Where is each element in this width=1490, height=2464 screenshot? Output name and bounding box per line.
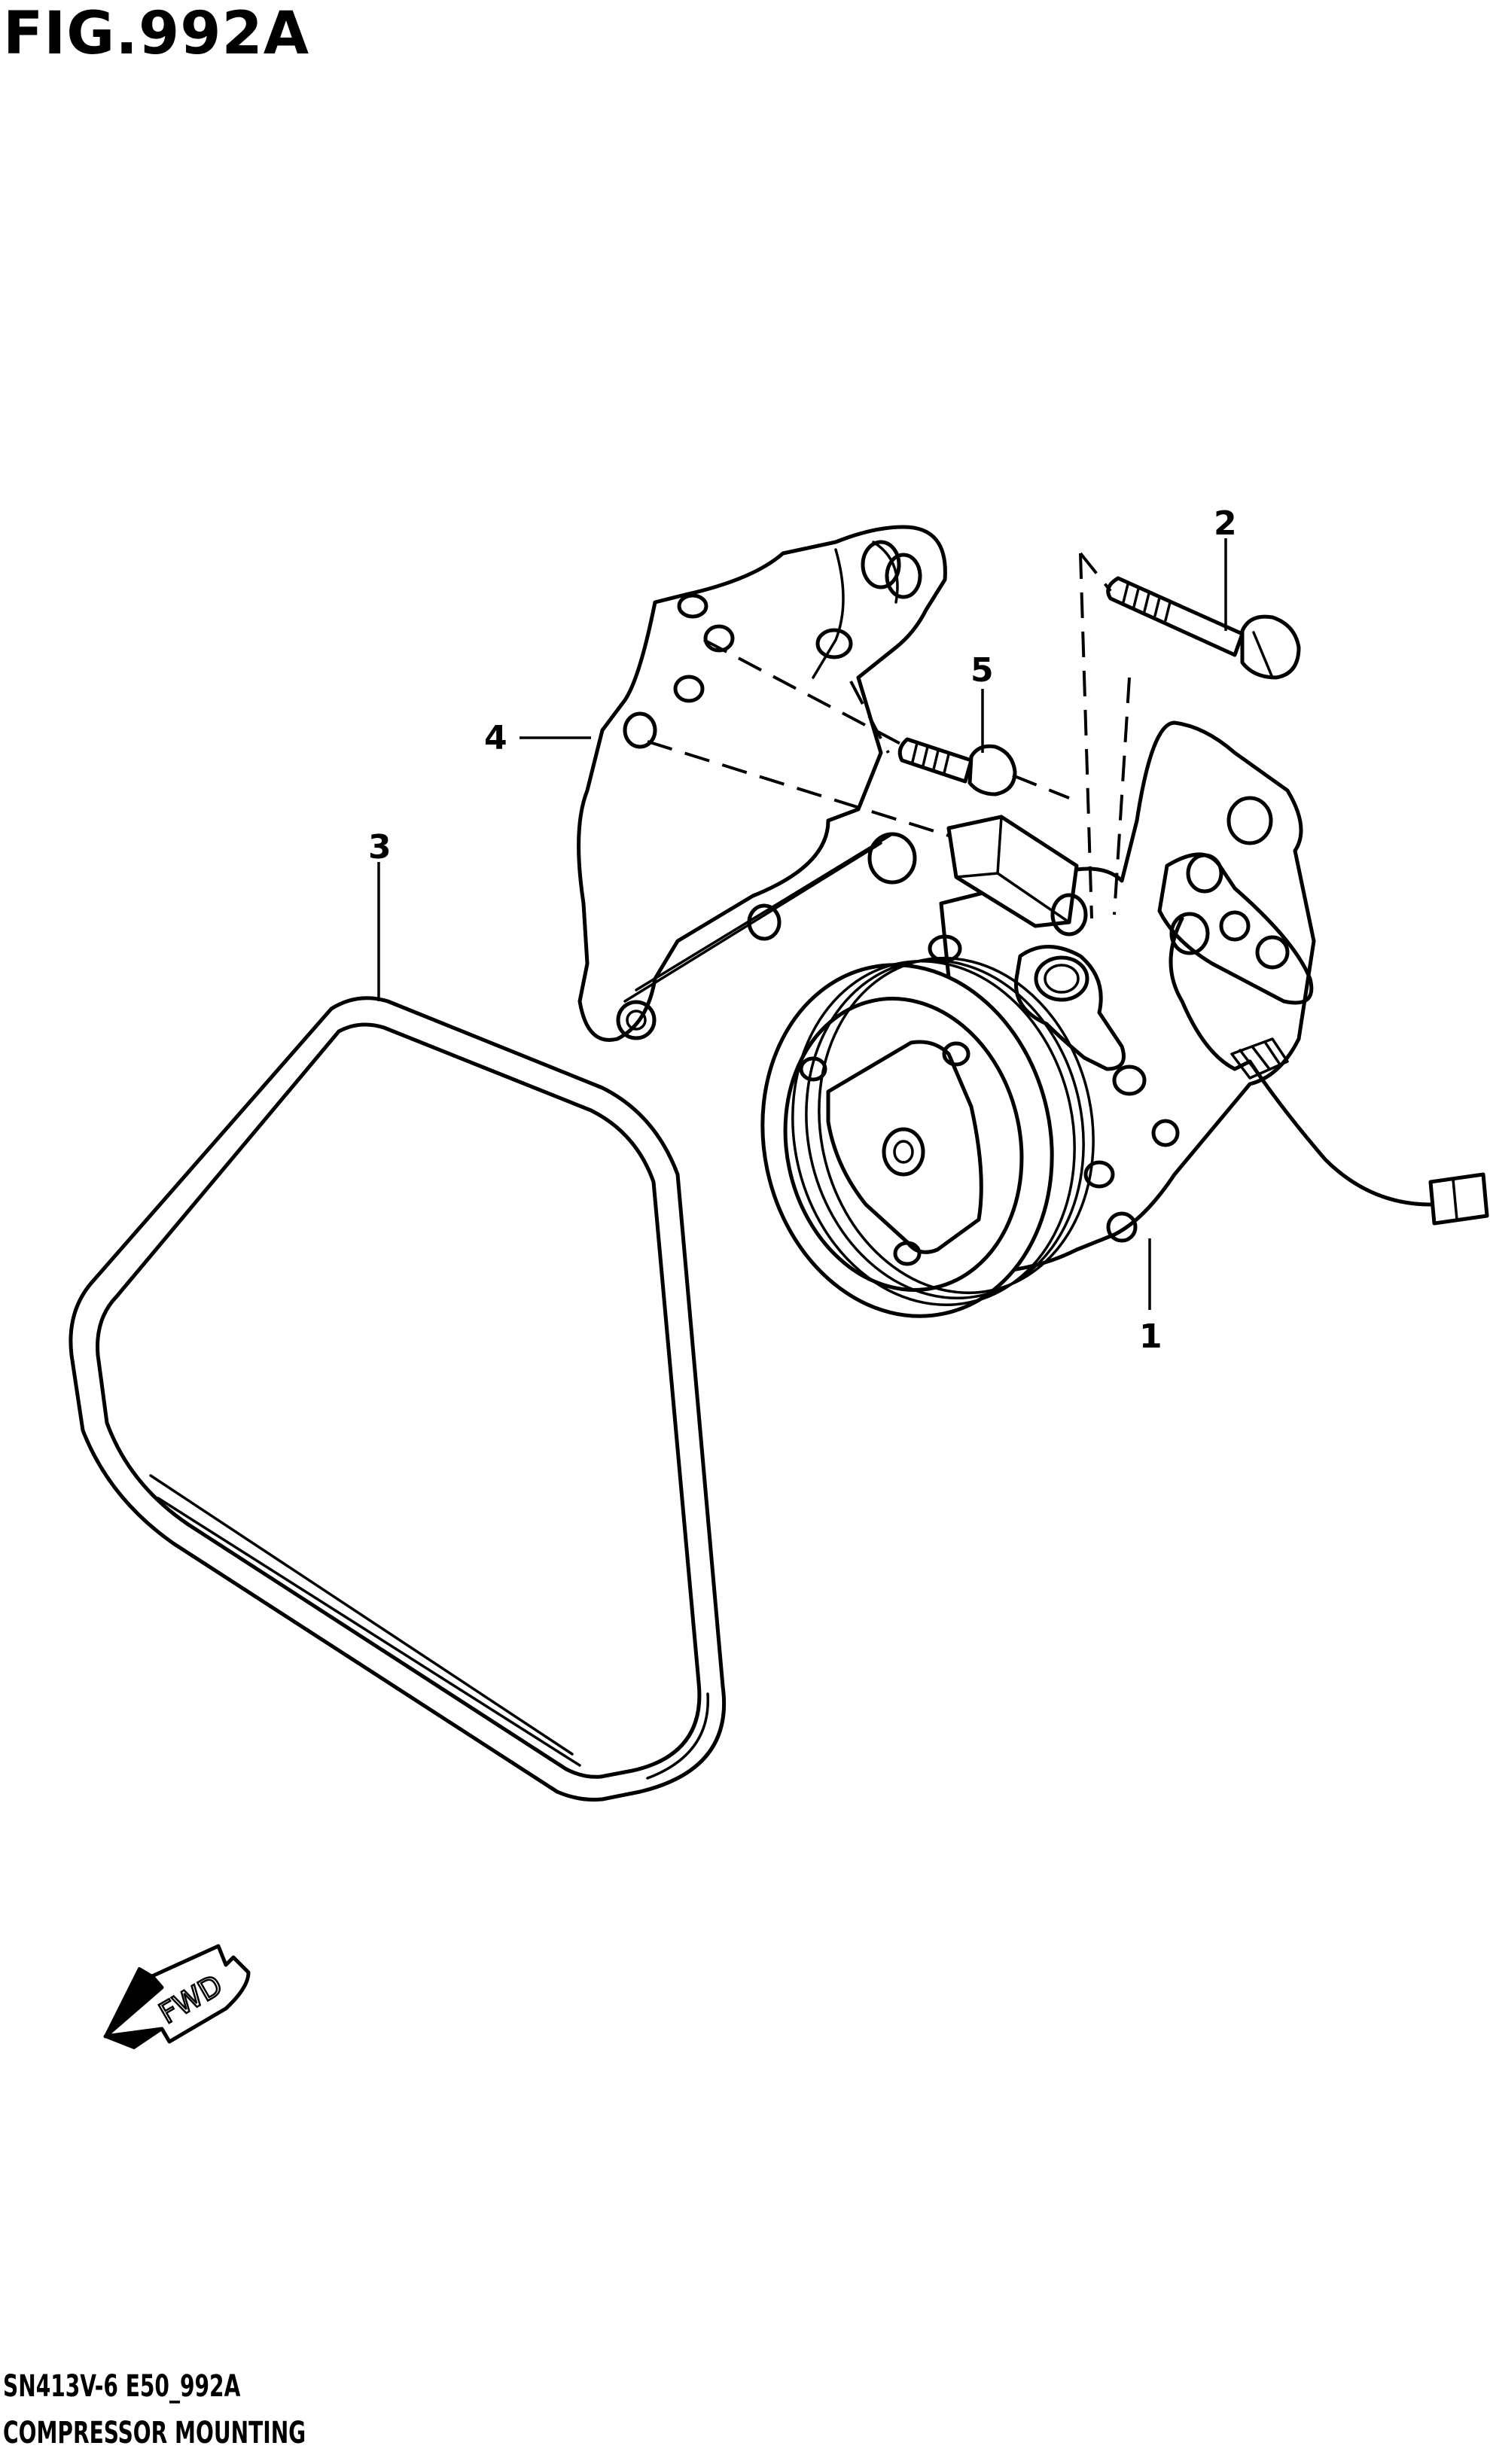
belt-part [69, 996, 727, 1802]
callout-5: 5 [970, 651, 994, 690]
callout-3: 3 [368, 828, 392, 867]
wire-harness [1169, 912, 1489, 1226]
figure-code: SN413V-6 E50_992A [3, 2369, 241, 2404]
bracket-part [577, 525, 947, 1042]
callout-1: 1 [1139, 1317, 1162, 1356]
fwd-arrow-icon: FWD [103, 1944, 251, 2049]
bolt-2-part [1106, 576, 1301, 680]
bolt-5-part [897, 737, 1017, 796]
figure-name: COMPRESSOR MOUNTING [3, 2416, 306, 2450]
callout-4: 4 [484, 719, 507, 757]
compressor-part [760, 720, 1316, 1318]
callout-2: 2 [1214, 504, 1237, 543]
leader-lines [377, 538, 1227, 1310]
figure-title: FIG.992A [3, 0, 310, 68]
assembly-lines [647, 552, 1131, 919]
